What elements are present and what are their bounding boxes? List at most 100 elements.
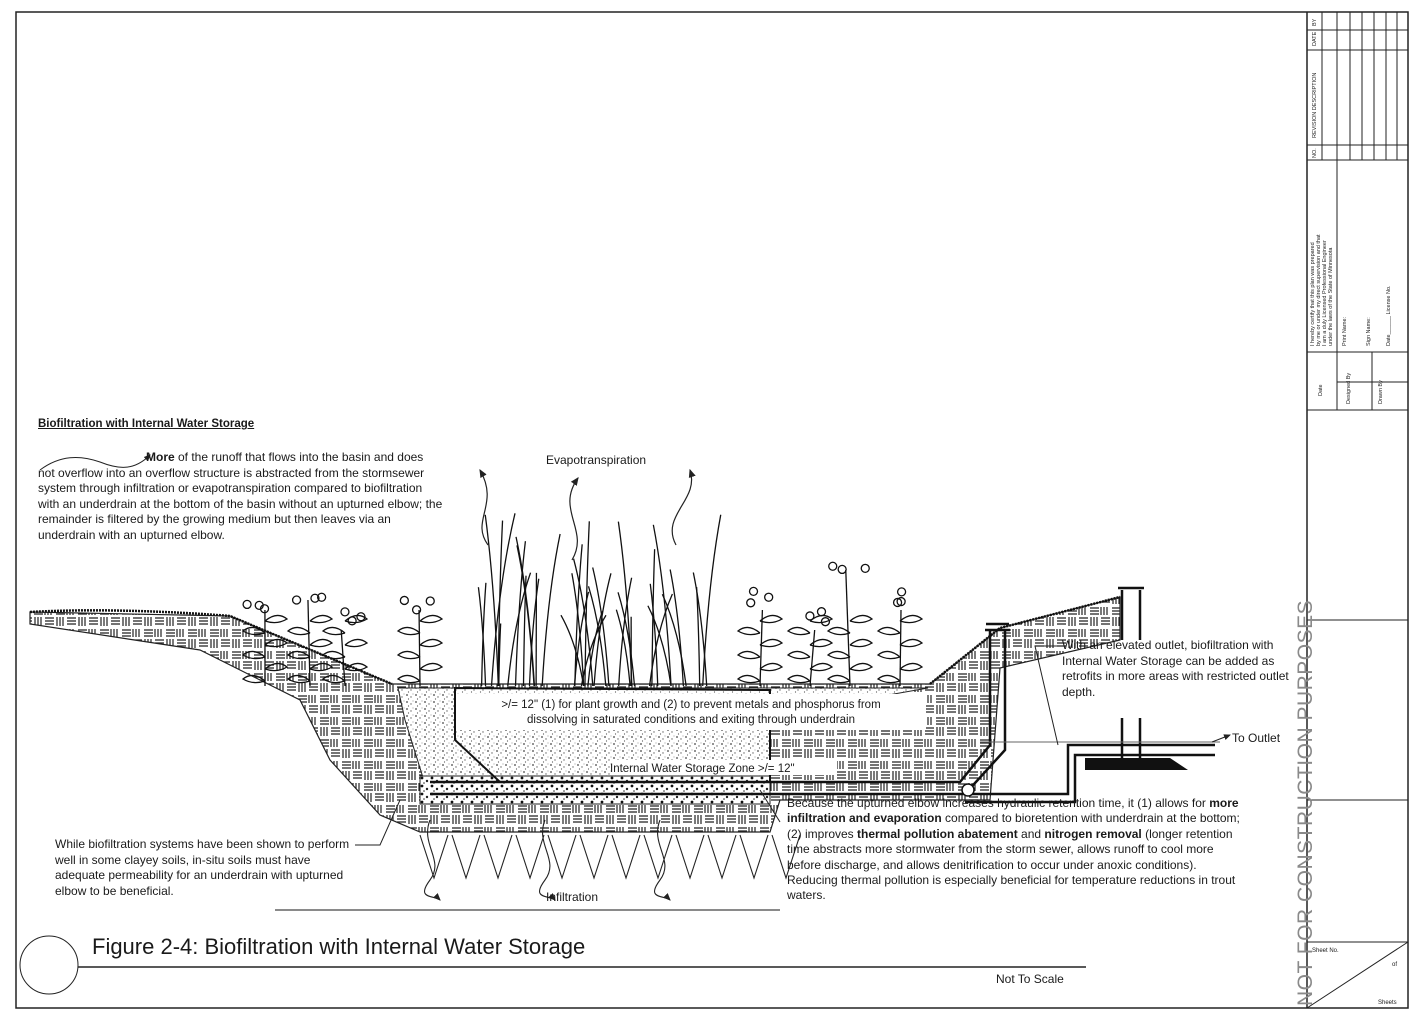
date-license: Date______ License No. — [1386, 285, 1392, 346]
plant-leaf — [849, 638, 874, 648]
plant-leaf — [849, 614, 874, 624]
grass-blade — [695, 586, 701, 687]
grass-blade — [647, 605, 672, 687]
grass-blade — [692, 572, 708, 687]
infiltration-v — [611, 834, 641, 880]
grass-blade — [480, 582, 487, 687]
elevated-outlet-note: With an elevated outlet, biofiltration w… — [1062, 638, 1289, 699]
plant-leaf — [899, 662, 924, 672]
plant-leaf — [786, 674, 811, 684]
grass-blade — [615, 609, 631, 687]
plant-leaf — [286, 674, 311, 684]
flower — [746, 598, 756, 608]
flower — [860, 563, 870, 573]
infiltration-arrow — [538, 819, 556, 901]
flower — [892, 597, 903, 608]
plant-leaf — [241, 626, 266, 636]
plant-leaf — [876, 674, 901, 684]
media-depth-label: >/= 12" (1) for plant growth and (2) to … — [501, 699, 881, 726]
plant-leaf — [321, 626, 346, 636]
plant-leaf — [736, 626, 761, 636]
infiltration-v — [739, 834, 769, 880]
sheets-label: Sheets — [1378, 1000, 1397, 1006]
sheet-border — [15, 11, 1409, 1009]
intro-bold: More — [146, 450, 175, 464]
evapotranspiration-label: Evapotranspiration — [546, 453, 647, 467]
grass-blade — [587, 610, 604, 687]
grass-blade — [515, 536, 536, 687]
grass-blade — [516, 545, 535, 687]
flower — [242, 599, 252, 610]
plant-leaf — [809, 638, 834, 648]
detail-bubble — [19, 935, 79, 995]
infiltration-v — [419, 834, 449, 880]
ground-surface — [29, 595, 1121, 686]
plant-leaf — [344, 662, 369, 672]
iws-zone-label: Internal Water Storage Zone >/= 12" — [610, 763, 795, 775]
plant-leaf — [264, 638, 289, 648]
grass-blade — [617, 521, 633, 687]
plant-leaf — [419, 614, 444, 624]
plant-leaf — [286, 650, 311, 660]
sheet-of: of — [1392, 962, 1398, 968]
grass-blade — [560, 614, 585, 687]
rev-no: NO. — [1312, 148, 1318, 158]
plant-leaf — [736, 650, 761, 660]
plant-leaf — [309, 662, 334, 672]
infiltration-v — [643, 834, 673, 880]
flower — [805, 611, 815, 621]
infiltration-arrows — [419, 819, 801, 901]
outlet-riser — [1118, 586, 1144, 758]
grass-blade — [584, 521, 590, 687]
flower — [399, 595, 410, 606]
grass-blade — [580, 614, 607, 687]
plant-leaf — [286, 626, 311, 636]
plant-leaf — [396, 674, 421, 684]
infiltration-label: Infiltration — [546, 890, 599, 904]
plant-stem — [809, 629, 816, 687]
grass-blade — [528, 578, 540, 687]
plant-leaf — [849, 662, 874, 672]
intro-arrow — [39, 454, 151, 471]
sheet-no: Sheet No. — [1312, 948, 1339, 954]
plant-leaf — [786, 650, 811, 660]
intro-note: More of the runoff that flows into the b… — [38, 450, 443, 544]
flower — [896, 596, 906, 607]
grass-blade — [702, 514, 722, 687]
grass-blade — [572, 558, 594, 687]
plant-leaf — [759, 614, 784, 624]
infiltration-v — [547, 834, 577, 880]
plant-stem — [759, 609, 764, 687]
grass-blade — [490, 513, 516, 687]
rev-date: DATE — [1312, 31, 1318, 46]
flower — [347, 616, 357, 626]
date-label: Date — [1318, 384, 1324, 396]
plant-leaf — [809, 614, 834, 624]
flower — [411, 605, 422, 615]
flower — [425, 596, 435, 606]
plant-leaf — [826, 674, 851, 684]
plant-leaf — [876, 650, 901, 660]
flower — [820, 617, 831, 627]
grass-blade — [507, 572, 532, 687]
sign-name: Sign Name: — [1366, 317, 1372, 346]
figure-title: Figure 2-4: Biofiltration with Internal … — [92, 934, 586, 959]
plant-leaf — [344, 638, 369, 648]
grass-blade — [484, 514, 499, 687]
plant-leaf — [786, 626, 811, 636]
infiltration-v — [579, 834, 609, 880]
plant-leaf — [419, 662, 444, 672]
flower — [816, 607, 827, 617]
infiltration-arrow — [423, 819, 441, 901]
cleanout-fitting — [961, 783, 975, 797]
plant-stem — [418, 609, 421, 687]
flower — [316, 592, 327, 602]
plant-leaf — [309, 638, 334, 648]
infiltration-v — [707, 834, 737, 880]
notes-heading: Biofiltration with Internal Water Storag… — [38, 418, 255, 430]
plant-leaf — [826, 650, 851, 660]
leader-lines — [39, 454, 1231, 846]
flower — [340, 607, 350, 617]
scale-note: Not To Scale — [996, 972, 1064, 986]
